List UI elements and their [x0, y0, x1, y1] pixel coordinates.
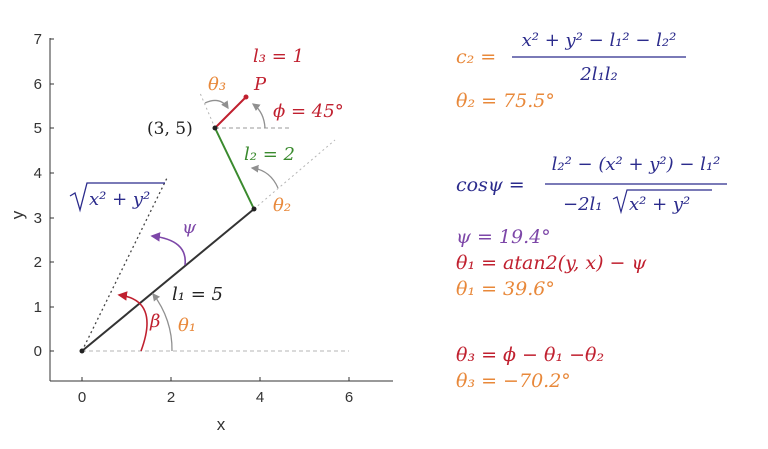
y-axis-label: y [8, 210, 27, 219]
c2-denominator: 2l₁l₂ [579, 64, 617, 85]
end-effector-point [243, 94, 249, 100]
phi-label: ϕ = 45° [273, 101, 344, 122]
link2-extension-dotted [199, 92, 216, 129]
x-tick-label: 6 [345, 389, 353, 406]
theta2-arc [250, 164, 279, 189]
psi-value: ψ = 19.4° [456, 226, 551, 248]
plot-axes: 0 1 2 3 4 5 6 7 0 2 4 6 x y [8, 31, 393, 434]
target-radius-dotted [81, 177, 168, 352]
elbow-joint [251, 206, 257, 212]
radius-sqrt-label: x² + y² [89, 189, 150, 210]
cospsi-radical-sign [612, 189, 712, 215]
x-tick-label: 2 [167, 389, 175, 406]
cospsi-denominator-prefix: −2l₁ [563, 194, 603, 215]
theta3-arc [204, 99, 229, 110]
psi-label: ψ [182, 217, 197, 238]
link-1 [81, 208, 255, 352]
theta3-label: θ₃ [208, 74, 226, 95]
wrist-joint [212, 125, 218, 131]
guide-lines [81, 92, 349, 352]
robot-arm [79, 94, 257, 354]
theta2-value: θ₂ = 75.5° [456, 90, 555, 112]
l1-label: l₁ = 5 [172, 284, 223, 305]
l3-label: l₃ = 1 [253, 46, 304, 67]
theta1-value: θ₁ = 39.6° [456, 278, 555, 300]
y-tick-label: 7 [34, 31, 42, 48]
beta-label: β [149, 311, 160, 332]
c2-numerator: x² + y² − l₁² − l₂² [522, 30, 677, 51]
y-tick-label: 2 [34, 254, 42, 271]
link-2 [214, 127, 255, 210]
psi-arc [150, 232, 186, 266]
sqrt-radical-sign [69, 182, 165, 213]
y-tick-label: 6 [34, 76, 42, 93]
theta1-label: θ₁ [178, 315, 196, 336]
y-tick-label: 5 [34, 120, 42, 137]
y-tick-label: 1 [34, 299, 42, 316]
theta2-label: θ₂ [273, 195, 291, 216]
theta3-formula: θ₃ = ϕ − θ₁ −θ₂ [456, 344, 604, 366]
y-tick-label: 3 [34, 210, 42, 227]
x-tick-label: 0 [78, 389, 86, 406]
cospsi-radicand: x² + y² [629, 194, 690, 215]
angle-arcs [117, 99, 279, 352]
y-tick-label: 0 [34, 343, 42, 360]
theta1-arc [152, 292, 173, 352]
l2-label: l₂ = 2 [244, 144, 295, 165]
c2-lhs: c₂ = [456, 46, 496, 68]
y-tick-label: 4 [34, 165, 42, 182]
equations-panel: c₂ = x² + y² − l₁² − l₂² 2l₁l₂ θ₂ = 75.5… [456, 30, 727, 392]
x-tick-label: 4 [256, 389, 264, 406]
base-joint [79, 348, 85, 354]
cospsi-lhs: cosψ = [456, 174, 525, 196]
beta-arc [117, 291, 148, 352]
theta1-formula: θ₁ = atan2(y, x) − ψ [456, 252, 647, 274]
theta3-value: θ₃ = −70.2° [456, 370, 571, 392]
x-axis-label: x [217, 415, 226, 434]
point-p-label: P [253, 74, 267, 95]
link-3 [214, 96, 247, 129]
joint-coordinate-label: (3, 5) [147, 119, 193, 139]
phi-arc [251, 103, 266, 129]
plot-labels: l₃ = 1 P θ₃ ϕ = 45° (3, 5) l₂ = 2 θ₂ x² … [69, 46, 344, 336]
cospsi-numerator: l₂² − (x² + y²) − l₁² [552, 154, 721, 175]
